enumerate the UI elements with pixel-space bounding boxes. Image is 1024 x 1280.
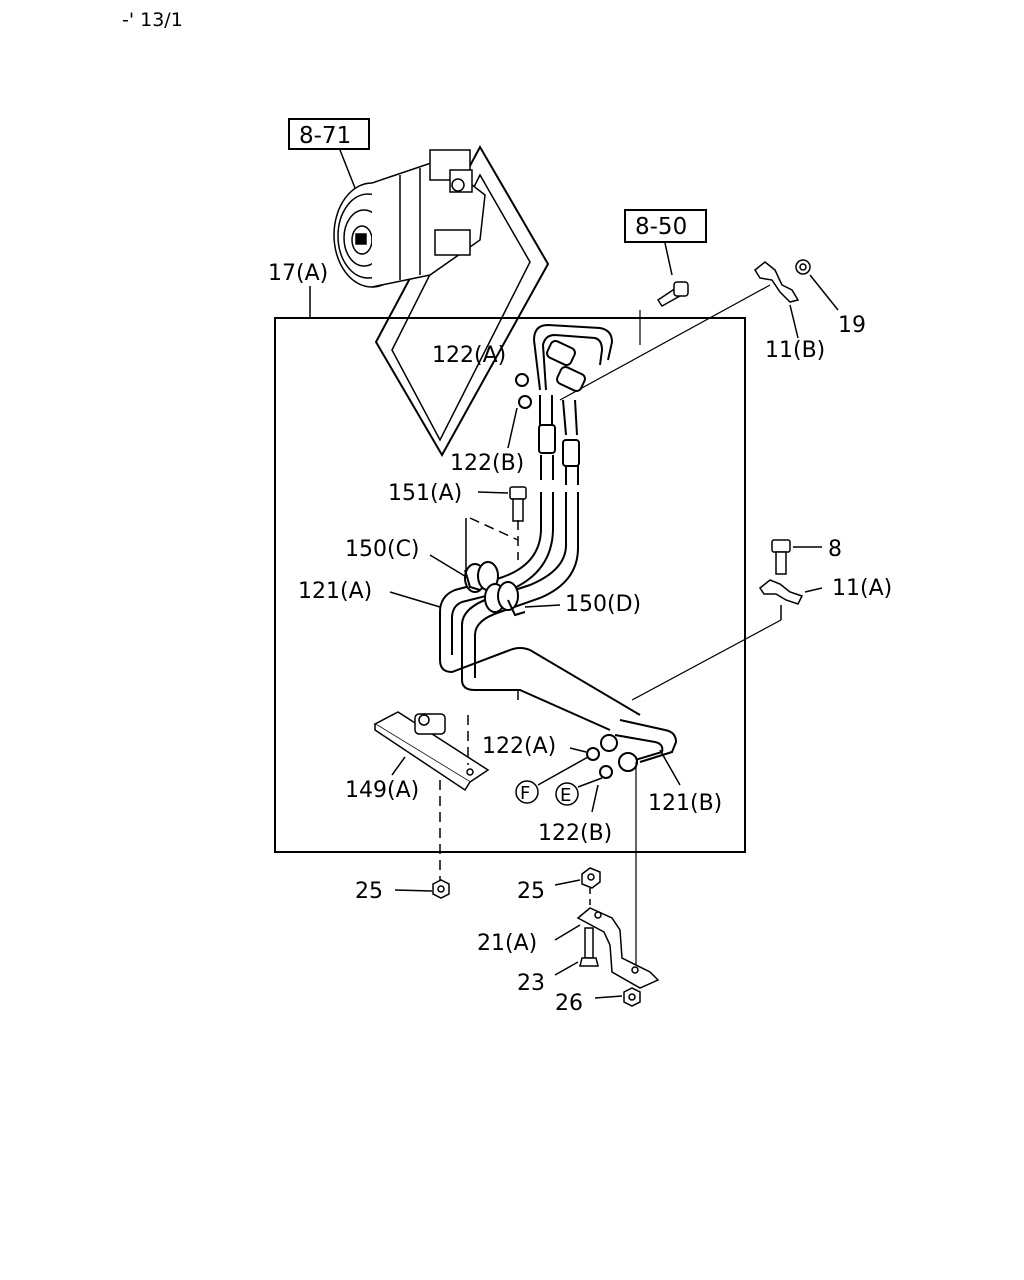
bolt-icon: [656, 281, 689, 307]
nut-25-left: [394, 879, 450, 899]
bolt-151a-icon: [509, 486, 527, 500]
circle-marker-e: [555, 782, 579, 806]
clip-11b-group: [559, 259, 839, 401]
ref-8-71: 8-71: [299, 123, 351, 149]
label-150d: 150(D): [565, 592, 641, 617]
bolt-23-icon: [584, 927, 594, 959]
label-121a: 121(A): [298, 579, 372, 604]
label-122b-bottom: 122(B): [538, 821, 612, 846]
label-17a: 17(A): [268, 261, 328, 286]
bolt-151a: [465, 486, 527, 575]
label-circle-e: E: [560, 785, 571, 806]
label-25-left: 25: [355, 879, 383, 904]
ref-box-8-71: [288, 118, 370, 150]
bracket-21a-group: [554, 762, 660, 1007]
o-ring-122b-top: [518, 395, 532, 409]
page-reference: -' 13/1: [122, 9, 183, 31]
compressor-icon: [333, 149, 486, 288]
bracket-149a: [373, 690, 519, 880]
label-circle-f: F: [520, 783, 530, 804]
ref-8-50: 8-50: [635, 214, 687, 240]
label-122a-top: 122(A): [432, 343, 506, 368]
label-11a: 11(A): [832, 576, 892, 601]
label-26: 26: [555, 991, 583, 1016]
clip-icon: [754, 261, 800, 303]
bolt-group-8-50: 8-50: [624, 209, 707, 345]
o-ring-122a-bottom: [586, 747, 600, 761]
o-ring-122a-top: [515, 373, 529, 387]
label-25-right: 25: [517, 879, 545, 904]
label-23: 23: [517, 971, 545, 996]
label-150c: 150(C): [345, 537, 420, 562]
label-11b: 11(B): [765, 338, 825, 363]
label-122b-top: 122(B): [450, 451, 524, 476]
bolt-8-icon: [771, 539, 791, 553]
label-122a-bottom: 122(A): [482, 734, 556, 759]
label-19: 19: [838, 313, 866, 338]
bolt-8-group: [631, 539, 823, 701]
compressor-group: 8-71: [288, 118, 550, 458]
label-8: 8: [828, 537, 842, 562]
o-ring-122b-bottom: [599, 765, 613, 779]
ref-box-8-50: [624, 209, 707, 243]
pipe-assembly: [439, 323, 678, 772]
label-151a: 151(A): [388, 481, 462, 506]
label-149a: 149(A): [345, 778, 419, 803]
circle-marker-f: [515, 780, 539, 804]
clip-11a-icon: [758, 579, 804, 605]
assembly-frame: [274, 317, 746, 853]
label-121b: 121(B): [648, 791, 722, 816]
label-21a: 21(A): [477, 931, 537, 956]
